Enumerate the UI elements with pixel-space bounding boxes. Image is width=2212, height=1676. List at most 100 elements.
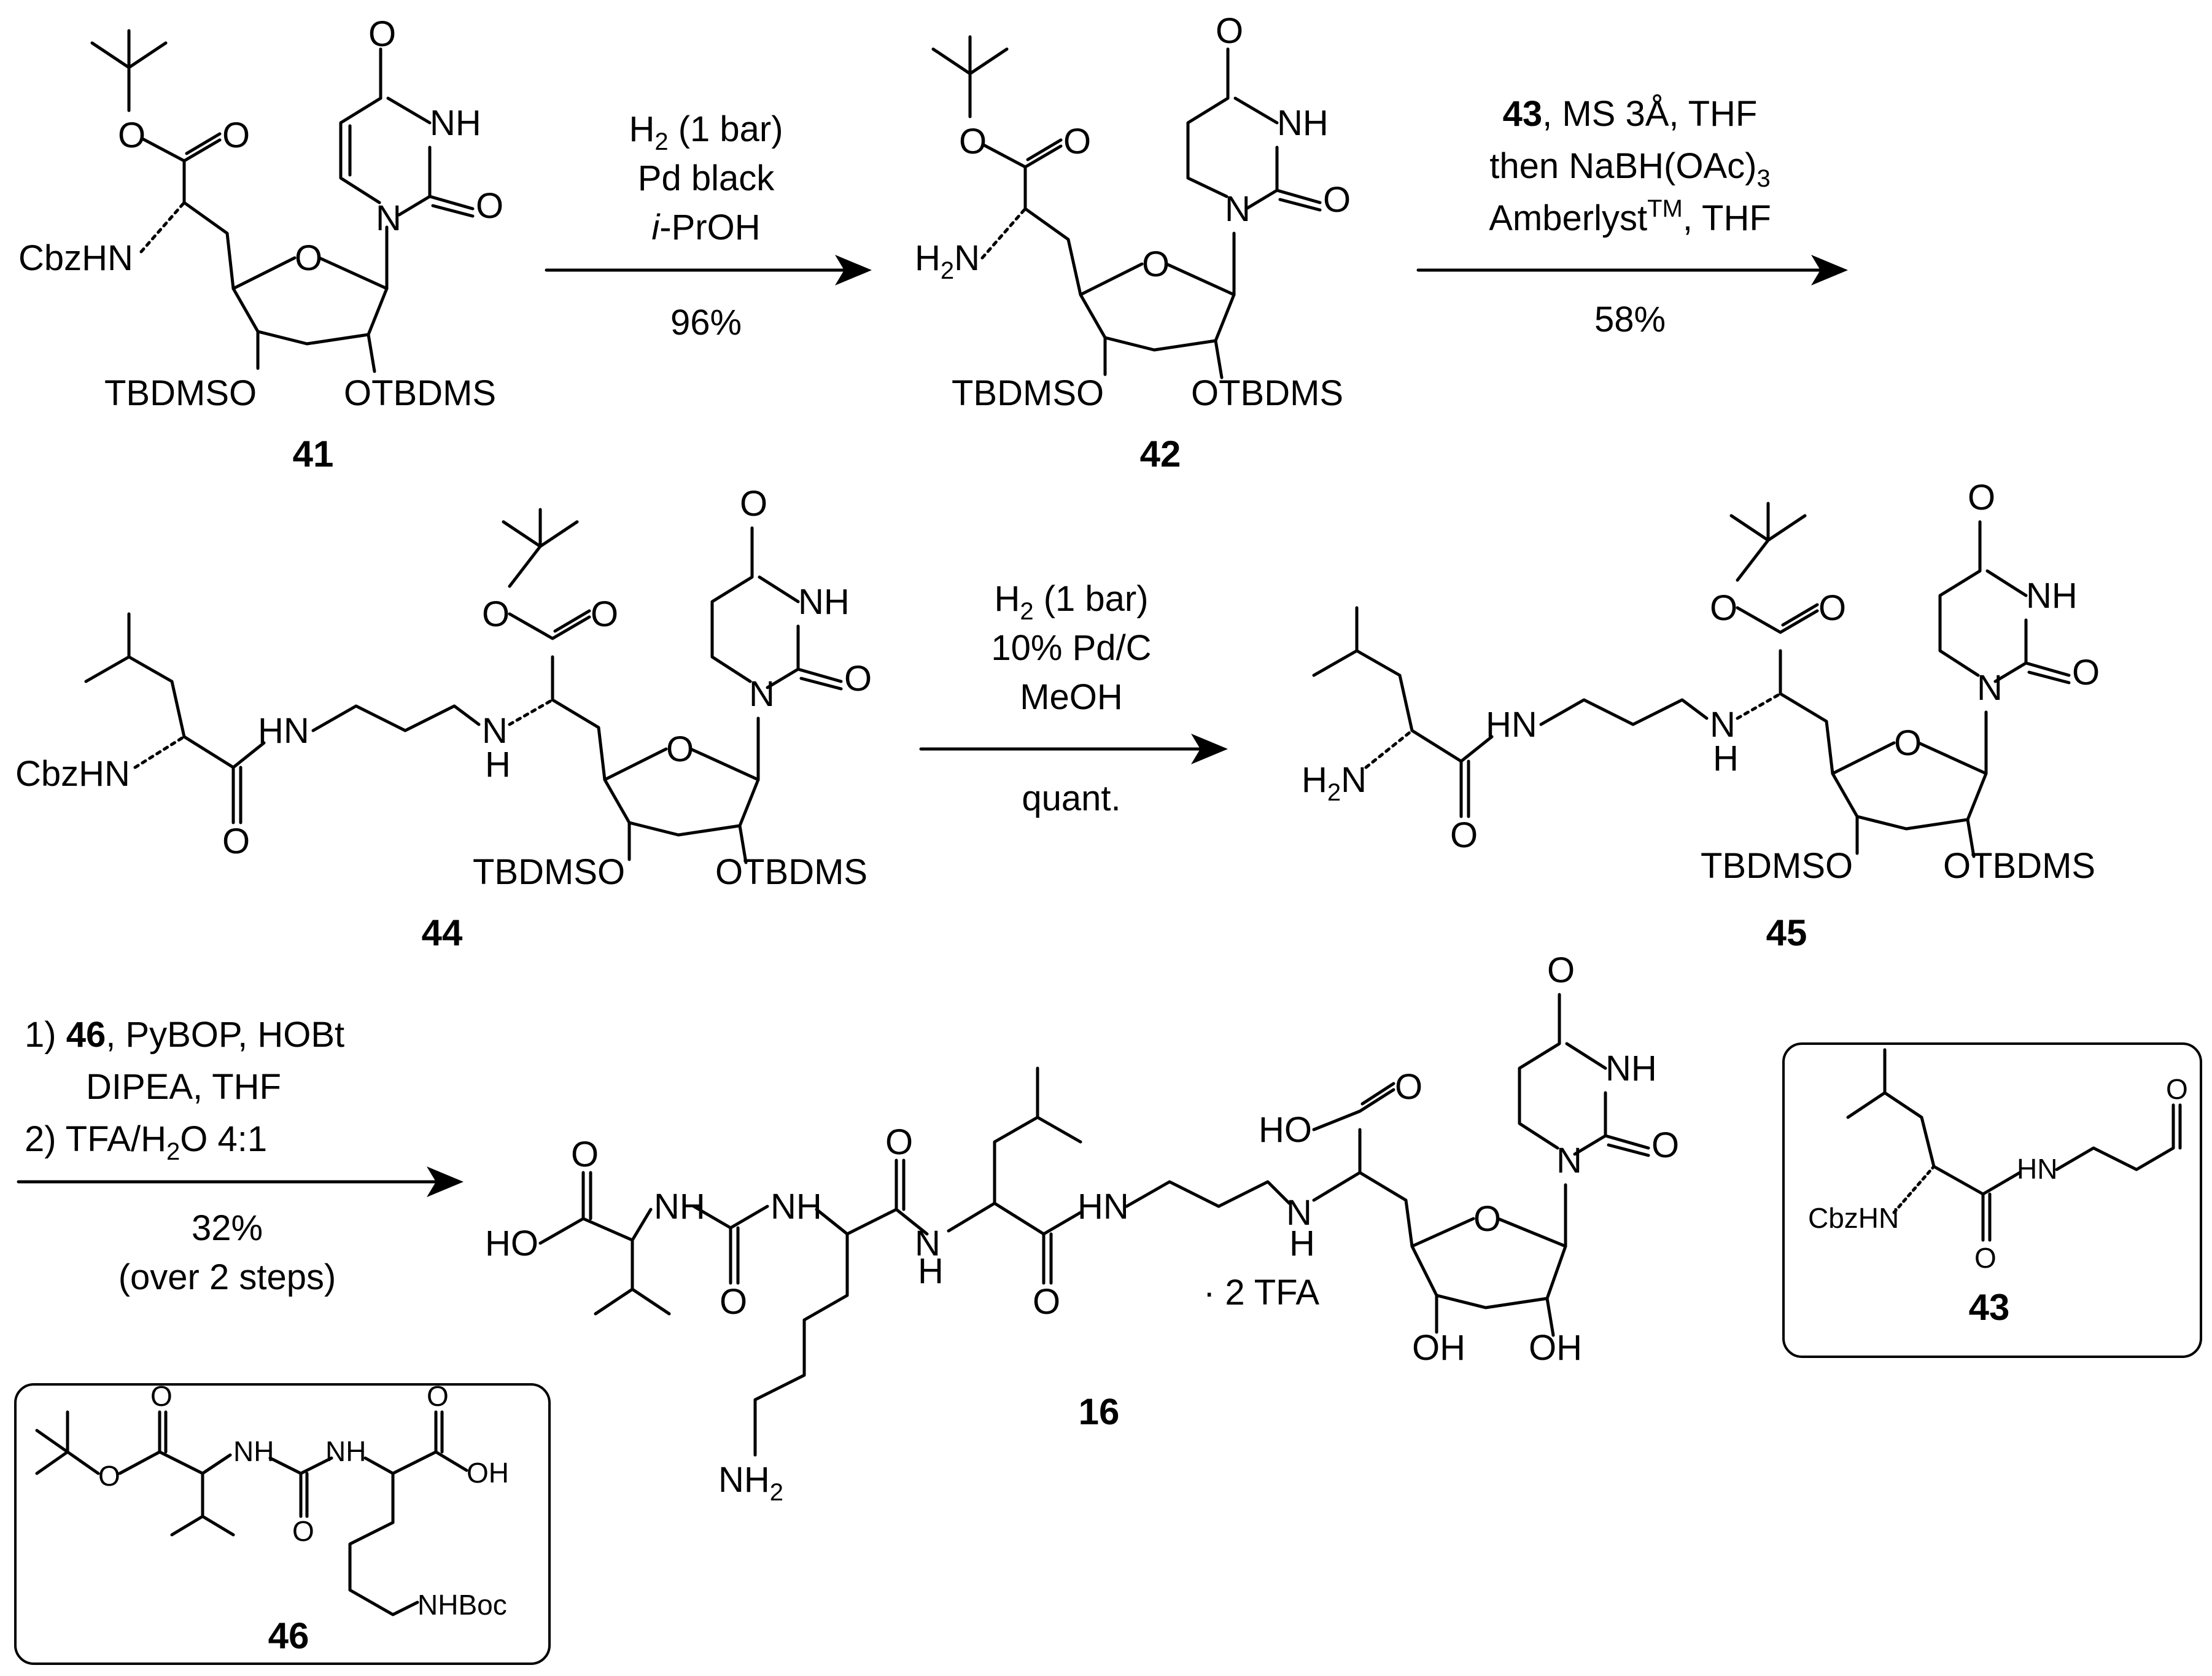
svg-text:H2 (1 bar): H2 (1 bar) [994, 579, 1148, 625]
salt-label: · 2 TFA [1203, 1273, 1319, 1313]
svg-text:NH: NH [654, 1187, 705, 1227]
reaction-step-4: 1) 46, PyBOP, HOBt DIPEA, THF 2) TFA/H2O… [17, 1015, 464, 1297]
svg-text:O: O [1968, 478, 1995, 518]
label-16: 16 [1079, 1391, 1120, 1432]
svg-text:O: O [591, 594, 618, 634]
svg-text:TBDMSO: TBDMSO [952, 373, 1104, 413]
svg-text:AmberlystTM, THF: AmberlystTM, THF [1489, 195, 1771, 238]
silyl-b: OTBDMS [344, 373, 496, 413]
svg-text:N: N [1556, 1141, 1582, 1181]
svg-text:O: O [740, 484, 767, 524]
svg-text:TBDMSO: TBDMSO [473, 852, 625, 892]
svg-text:O: O [1710, 588, 1737, 628]
svg-text:HN: HN [2017, 1153, 2057, 1185]
svg-text:O: O [2072, 653, 2100, 693]
svg-text:CbzHN: CbzHN [1808, 1202, 1899, 1234]
compound-41: O O CbzHN O TBDMSO OTBDMS N O NH O 41 [18, 14, 503, 475]
svg-text:O: O [1547, 950, 1575, 990]
compound-43-box: CbzHN O HN O 43 [1782, 1042, 2202, 1358]
yield-2: 58% [1594, 300, 1666, 339]
svg-text:OTBDMS: OTBDMS [1943, 846, 2095, 886]
svg-text:TBDMSO: TBDMSO [1701, 846, 1853, 886]
svg-text:N: N [915, 1224, 941, 1263]
svg-text:O: O [295, 238, 322, 278]
yield-4: 32% [192, 1208, 263, 1248]
yield-3: quant. [1022, 778, 1120, 818]
svg-text:N: N [376, 198, 402, 238]
svg-text:N: N [1286, 1193, 1312, 1233]
svg-text:HN: HN [1486, 705, 1537, 745]
svg-text:NH: NH [2026, 576, 2078, 616]
svg-text:O: O [666, 729, 694, 769]
svg-text:H: H [918, 1251, 944, 1291]
svg-text:O: O [1974, 1242, 1997, 1274]
reaction-step-1: H2 (1 bar) Pd black i-PrOH 96% [545, 109, 872, 343]
svg-text:NH: NH [430, 103, 481, 143]
svg-text:O: O [427, 1380, 449, 1412]
svg-text:O: O [1063, 122, 1091, 161]
svg-text:O: O [476, 186, 503, 226]
svg-text:O: O [571, 1135, 599, 1174]
label-45: 45 [1766, 912, 1807, 953]
svg-text:O: O [1033, 1282, 1060, 1322]
svg-text:O: O [1894, 723, 1922, 763]
svg-text:O: O [844, 659, 872, 699]
svg-text:CbzHN: CbzHN [15, 754, 130, 794]
svg-text:i-PrOH: i-PrOH [651, 208, 760, 247]
svg-text:HN: HN [1077, 1187, 1129, 1227]
box-43 [1782, 1042, 2202, 1358]
svg-text:H: H [485, 745, 511, 785]
compound-46-box: O O NH O NH O OH NHBoc 46 [14, 1380, 551, 1665]
svg-text:H: H [1289, 1224, 1315, 1263]
label-44: 44 [422, 912, 463, 953]
svg-text:43, MS 3Å, THF: 43, MS 3Å, THF [1503, 94, 1758, 134]
svg-text:OH: OH [1412, 1328, 1465, 1368]
svg-text:2) TFA/H2O 4:1: 2) TFA/H2O 4:1 [25, 1119, 267, 1165]
svg-text:O: O [1473, 1199, 1501, 1239]
svg-text:OH: OH [1529, 1328, 1582, 1368]
svg-text:HN: HN [258, 711, 309, 751]
svg-text:N: N [749, 674, 775, 714]
svg-text:OH: OH [467, 1457, 509, 1489]
cbzhn-label: CbzHN [18, 238, 133, 278]
svg-text:10% Pd/C: 10% Pd/C [991, 628, 1151, 668]
svg-text:O: O [959, 122, 987, 161]
svg-text:O: O [482, 594, 510, 634]
svg-text:H2 (1 bar): H2 (1 bar) [629, 109, 783, 155]
label-41: 41 [293, 433, 334, 475]
svg-text:O: O [720, 1282, 747, 1322]
svg-text:NH: NH [1605, 1049, 1657, 1088]
svg-text:O: O [222, 821, 250, 861]
svg-text:MeOH: MeOH [1020, 677, 1123, 717]
svg-text:O: O [885, 1122, 913, 1162]
reaction-step-3: H2 (1 bar) 10% Pd/C MeOH quant. [919, 579, 1228, 818]
svg-text:NHBoc: NHBoc [417, 1589, 507, 1621]
svg-text:O: O [292, 1515, 314, 1547]
compound-16: HO O NH O NH O NH2 N H O HN N H · 2 TFA … [485, 950, 1679, 1506]
svg-text:O: O [1323, 180, 1351, 220]
svg-text:O: O [1651, 1125, 1679, 1165]
svg-text:NH: NH [325, 1435, 366, 1467]
svg-text:OTBDMS: OTBDMS [1191, 373, 1343, 413]
svg-text:O: O [222, 115, 250, 155]
compound-44: CbzHN O HN N H O O O TBDMSO OTBDMS N O N… [15, 484, 872, 953]
svg-text:N: N [482, 711, 508, 751]
svg-text:O: O [150, 1380, 173, 1412]
svg-text:HO: HO [1259, 1110, 1312, 1150]
svg-text:(over 2 steps): (over 2 steps) [118, 1257, 336, 1297]
svg-text:O: O [1395, 1067, 1422, 1107]
svg-text:DIPEA, THF: DIPEA, THF [86, 1067, 281, 1107]
svg-text:Pd black: Pd black [638, 158, 775, 198]
svg-text:N: N [1710, 705, 1736, 745]
svg-text:NH: NH [770, 1187, 822, 1227]
label-43: 43 [1969, 1287, 2010, 1328]
atom-o: O [118, 115, 146, 155]
svg-text:O: O [98, 1460, 120, 1492]
svg-text:OTBDMS: OTBDMS [715, 852, 867, 892]
svg-text:N: N [1977, 668, 2003, 708]
label-42: 42 [1140, 433, 1181, 475]
svg-text:HO: HO [485, 1224, 538, 1263]
svg-text:NH: NH [233, 1435, 274, 1467]
svg-text:NH: NH [798, 582, 850, 622]
